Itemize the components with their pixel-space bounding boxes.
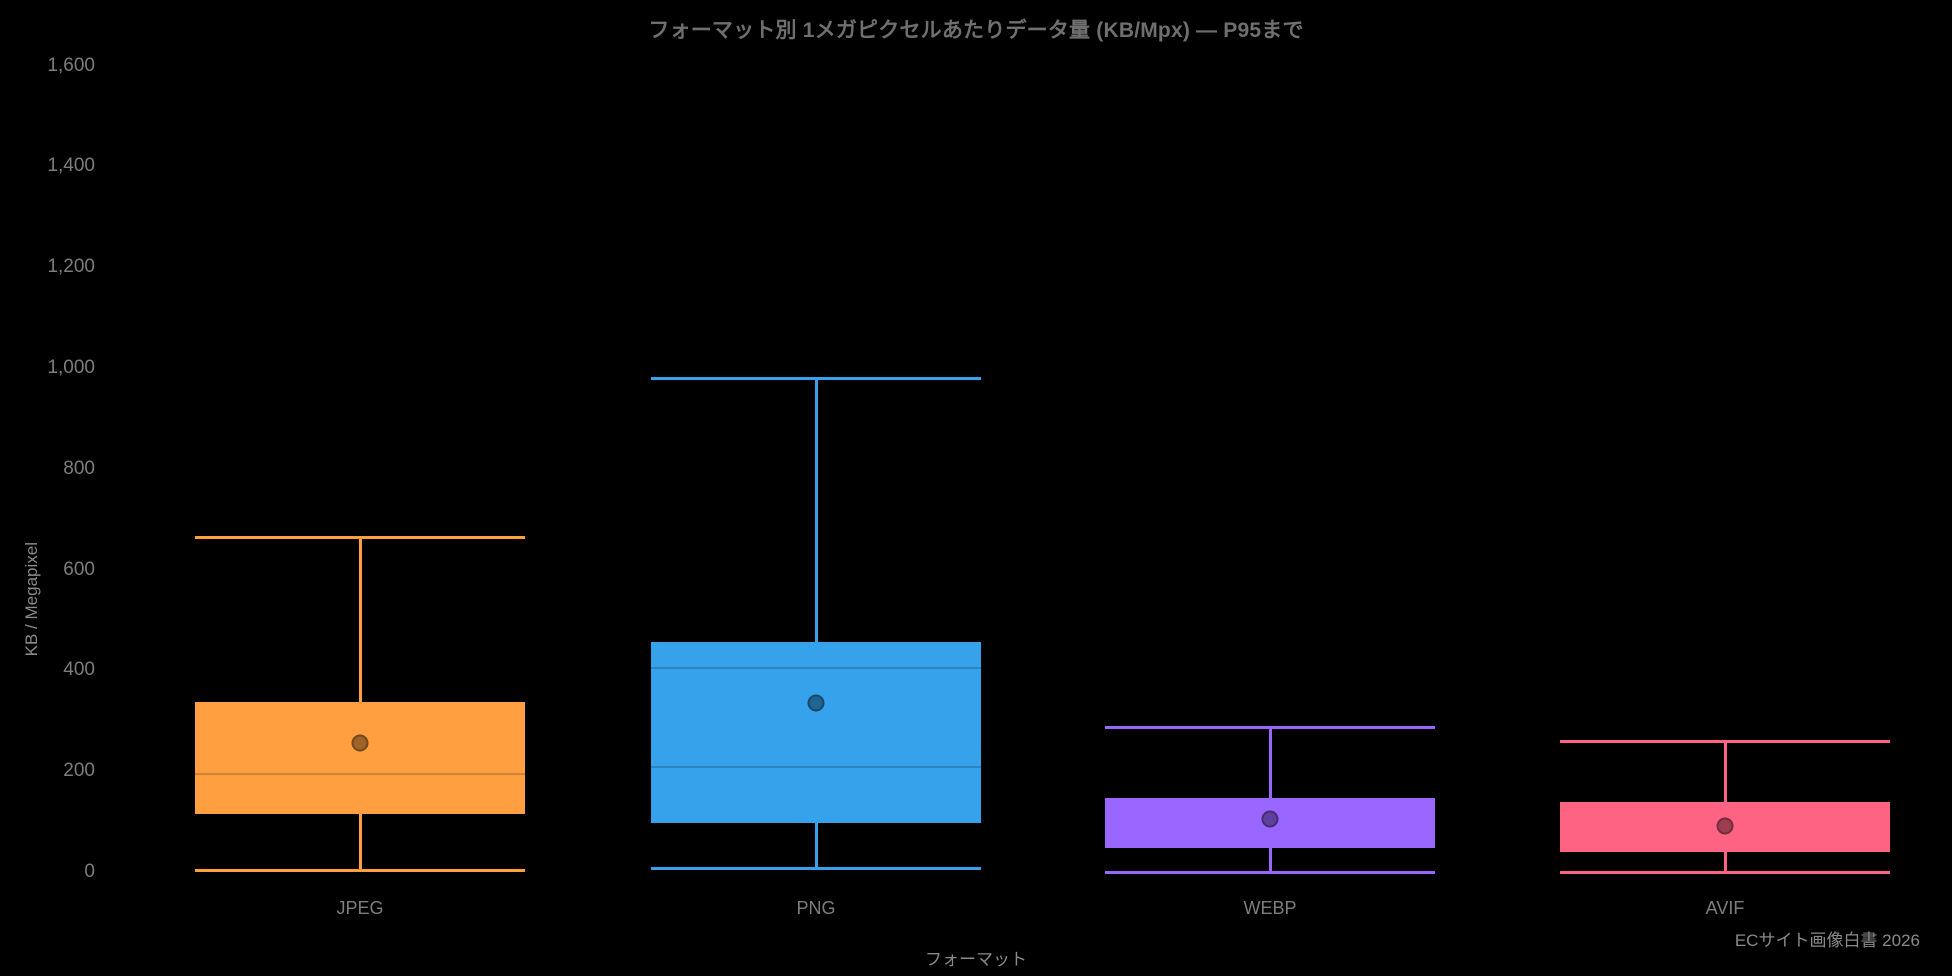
whisker-upper-jpeg (358, 537, 362, 703)
x-axis-label: フォーマット (925, 950, 1027, 969)
whisker-cap-upper-jpeg (195, 536, 525, 540)
y-axis-tick-label: 200 (63, 760, 95, 782)
inner-line-png (651, 666, 981, 669)
whisker-cap-lower-jpeg (195, 869, 525, 873)
x-axis-tick-label-webp: WEBP (1243, 898, 1297, 918)
whisker-cap-upper-avif (1560, 740, 1890, 744)
median-line-jpeg (195, 772, 525, 775)
whisker-lower-avif (1723, 851, 1727, 872)
median-line-png (651, 766, 981, 769)
whisker-cap-lower-avif (1560, 870, 1890, 874)
source-caption: ECサイト画像白書 2026 (1734, 931, 1920, 950)
mean-marker-jpeg[interactable] (351, 734, 369, 752)
whisker-cap-lower-png (651, 867, 981, 871)
y-axis-tick-label: 0 (84, 861, 95, 882)
y-axis-tick-label: 1,400 (47, 155, 95, 177)
y-axis-tick-label: 400 (63, 659, 95, 681)
y-axis-tick-label: 1,200 (47, 256, 95, 278)
whisker-lower-jpeg (358, 814, 362, 871)
x-axis-tick-label-png: PNG (796, 898, 836, 918)
whisker-upper-png (814, 378, 818, 643)
y-axis-tick-label: 1,600 (47, 54, 95, 76)
y-axis-tick-label: 800 (63, 457, 95, 479)
y-axis-tick-label: 1,000 (47, 357, 95, 378)
whisker-lower-png (814, 823, 818, 869)
box-png[interactable] (651, 642, 981, 824)
whisker-cap-lower-webp (1105, 870, 1435, 874)
chart-title: フォーマット別 1メガピクセルあたりデータ量 (KB/Mpx) — P95まで (648, 19, 1304, 42)
x-axis-tick-label-avif: AVIF (1705, 898, 1745, 918)
whisker-lower-webp (1268, 847, 1272, 872)
whisker-upper-webp (1268, 727, 1272, 798)
whisker-cap-upper-webp (1105, 726, 1435, 730)
y-axis-tick-label: 600 (63, 558, 95, 580)
box-jpeg[interactable] (195, 702, 525, 815)
mean-marker-png[interactable] (807, 694, 825, 712)
x-axis-tick-label-jpeg: JPEG (336, 898, 384, 918)
whisker-upper-avif (1723, 741, 1727, 802)
whisker-cap-upper-png (651, 376, 981, 380)
mean-marker-avif[interactable] (1716, 817, 1734, 835)
mean-marker-webp[interactable] (1261, 810, 1279, 828)
